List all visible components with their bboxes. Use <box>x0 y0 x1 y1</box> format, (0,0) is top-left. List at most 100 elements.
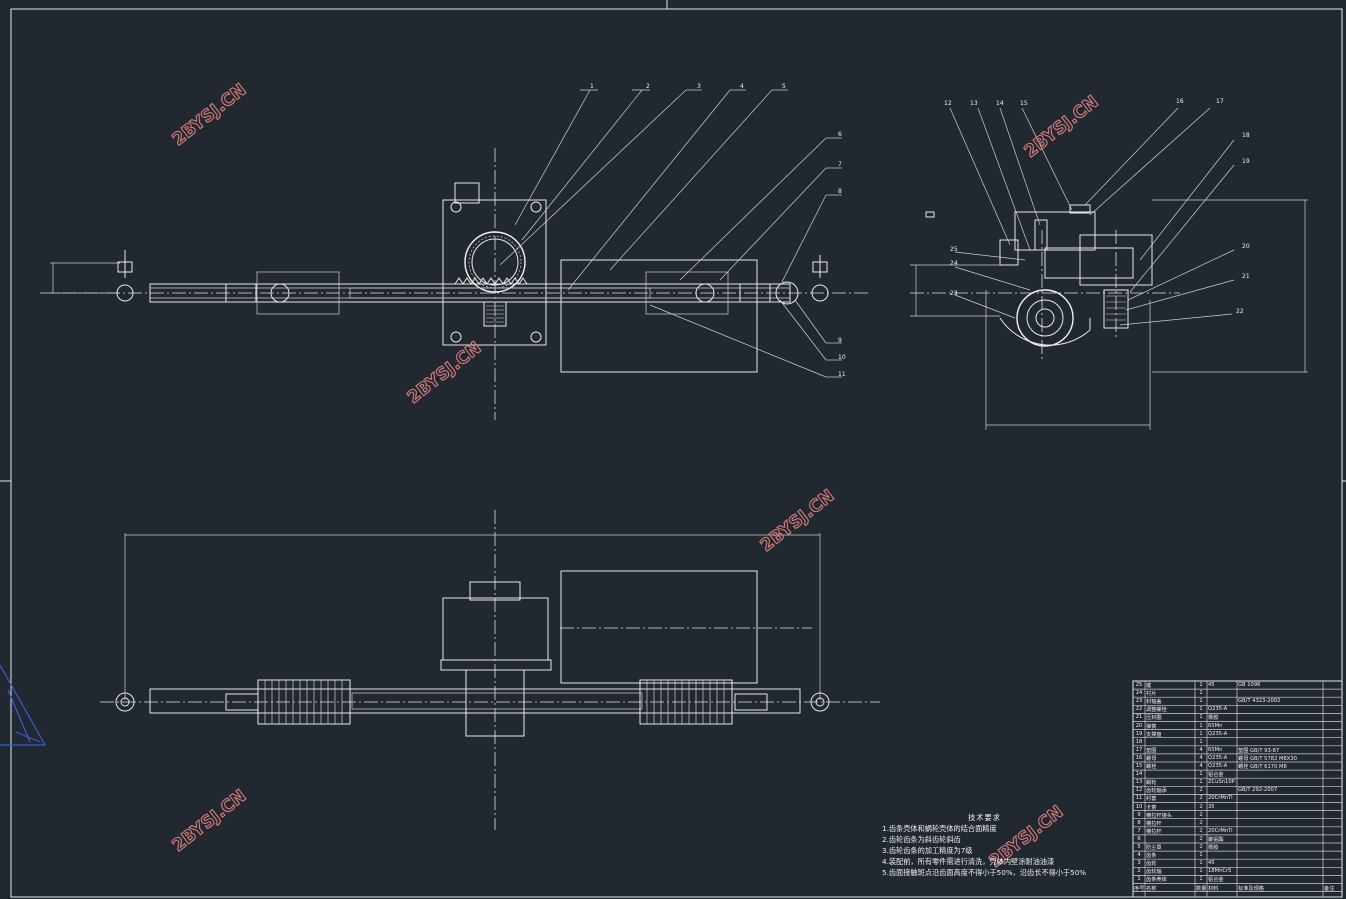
tech-req-item-4: 4.装配前，所有零件需进行清洗，壳体内壁涂耐油油漆 <box>882 857 1055 866</box>
tech-req-item-5: 5.齿面接触斑点沿齿面高度不得小于50%，沿齿长不得小于50% <box>882 868 1087 877</box>
bom-cell-note: 垫圈 GB/T 93-87 <box>1238 747 1280 754</box>
bom-cell-qty: 2 <box>1199 827 1203 834</box>
bom-cell-mat: 45 <box>1208 860 1215 867</box>
bom-cell-name: 横拉杆接头 <box>1146 812 1172 819</box>
bom-cell-mat: 20CrMnTi <box>1208 827 1233 834</box>
bom-cell-name: 蜗轮 <box>1146 780 1157 787</box>
watermarks: 2BYSJ.CN 2BYSJ.CN 2BYSJ.CN 2BYSJ.CN 2BYS… <box>168 80 1103 873</box>
tech-req-item-2: 2.齿轮齿条为斜齿轮斜齿 <box>882 835 961 844</box>
bom-table-grid <box>1132 680 1343 898</box>
balloon-15: 15 <box>1020 100 1028 107</box>
bom-cell-name: 螺母 <box>1146 755 1157 762</box>
bom-cell-mat: 橡胶 <box>1208 715 1219 722</box>
bom-cell-mat: 18MnCr5 <box>1208 868 1232 875</box>
balloon-3: 3 <box>697 83 701 90</box>
bom-cell-name: 键 <box>1146 683 1152 689</box>
bom-cell-qty: 1 <box>1199 876 1203 883</box>
balloon-4: 4 <box>740 83 744 90</box>
bom-cell-no: 序号 <box>1134 885 1144 892</box>
bom-cell-qty: 1 <box>1199 868 1203 875</box>
bom-cell-qty: 1 <box>1199 690 1203 697</box>
bom-cell-name: 防尘罩 <box>1146 845 1162 851</box>
bom-cell-qty: 1 <box>1199 706 1203 713</box>
bom-cell-name: 调整螺栓 <box>1146 707 1167 714</box>
bom-cell-mat: 聚氨酯 <box>1208 836 1224 843</box>
bom-cell-no: 15 <box>1135 763 1143 769</box>
bom-cell-mat: 65Mn <box>1208 722 1223 729</box>
bom-cell-no: 10 <box>1135 803 1143 810</box>
balloon-7: 7 <box>838 161 842 168</box>
bom-cell-no: 9 <box>1137 811 1141 818</box>
bom-cell-name: 衬片 <box>1146 691 1157 698</box>
bom-cell-qty: 1 <box>1199 722 1203 729</box>
bom-cell-no: 12 <box>1135 787 1143 794</box>
bom-cell-qty: 1 <box>1199 852 1203 859</box>
bom-cell-qty: 1 <box>1199 738 1203 745</box>
bom-cell-mat: 橡胶 <box>1208 845 1219 851</box>
balloon-10: 10 <box>838 354 846 361</box>
watermark-text: 2BYSJ.CN <box>404 338 486 408</box>
bom-row: 2 齿轮轴 1 18MnCr5 <box>1133 867 1342 875</box>
bom-cell-mat: 铝合金 <box>1208 772 1224 779</box>
bom-cell-mat: Q235-A <box>1208 763 1228 769</box>
bom-cell-no: 5 <box>1137 844 1141 850</box>
bom-cell-no: 16 <box>1135 754 1143 761</box>
bom-cell-name: 垫圈 <box>1146 747 1157 754</box>
bom-cell-mat: Q235-A <box>1208 754 1228 761</box>
bom-cell-mat: 铝合金 <box>1208 877 1224 884</box>
bom-cell-name: 封轴盖 <box>1146 699 1162 706</box>
bom-cell-note: GB/T 4323-2002 <box>1238 698 1281 705</box>
bom-cell-qty: 2 <box>1199 835 1203 842</box>
bom-cell-name: 螺栓 <box>1146 764 1157 770</box>
balloon-13: 13 <box>970 100 978 107</box>
bom-row: 9 横拉杆接头 2 <box>1133 811 1342 819</box>
bom-cell-qty: 4 <box>1199 763 1203 769</box>
bom-cell-qty: 2 <box>1199 811 1203 818</box>
bom-cell-qty: 2 <box>1199 844 1203 850</box>
bom-cell-name: 齿轮轴 <box>1146 869 1162 876</box>
bom-cell-name: 齿轮 <box>1146 861 1157 868</box>
bom-cell-name: 卡簧 <box>1146 804 1157 811</box>
bom-cell-qty: 1 <box>1199 779 1203 786</box>
bom-cell-qty: 2 <box>1199 803 1203 810</box>
tech-req-item-1: 1.齿条壳体和蜗轮壳体的结合面精度 <box>882 824 997 833</box>
bom-cell-no: 18 <box>1135 738 1143 745</box>
bom-cell-no: 24 <box>1135 690 1143 697</box>
bom-cell-qty: 1 <box>1199 860 1203 867</box>
bom-cell-qty: 1 <box>1199 771 1203 778</box>
bom-row: 5 防尘罩 2 橡胶 <box>1133 843 1342 851</box>
balloon-23: 23 <box>950 290 958 297</box>
bom-cell-name: 弹簧 <box>1146 723 1157 730</box>
front-leaders <box>499 89 842 378</box>
balloon-14: 14 <box>996 100 1004 107</box>
bom-cell-qty: 2 <box>1199 787 1203 794</box>
bom-cell-qty: 4 <box>1199 754 1203 761</box>
front-view <box>40 89 870 420</box>
bom-cell-name: 压封圈 <box>1146 715 1162 722</box>
balloon-22: 22 <box>1236 308 1244 315</box>
bom-cell-note: GB/T 292-2007 <box>1238 787 1278 794</box>
bom-row: 18 1 <box>1133 738 1342 746</box>
balloon-20: 20 <box>1242 243 1250 250</box>
bom-cell-no: 2 <box>1137 868 1141 875</box>
balloon-16: 16 <box>1176 98 1184 105</box>
bom-cell-name: 横拉杆 <box>1146 828 1162 835</box>
balloon-1: 1 <box>590 83 594 90</box>
side-section-view <box>910 107 1308 430</box>
top-view <box>100 510 880 830</box>
bom-cell-note: 螺母 GB/T 5782 M8X30 <box>1238 755 1297 762</box>
balloon-2: 2 <box>646 83 650 90</box>
bom-cell-mat: ZCuSn10P1 <box>1208 779 1236 786</box>
balloon-9: 9 <box>838 337 842 344</box>
bom-cell-name: 支撑盘 <box>1146 731 1162 738</box>
